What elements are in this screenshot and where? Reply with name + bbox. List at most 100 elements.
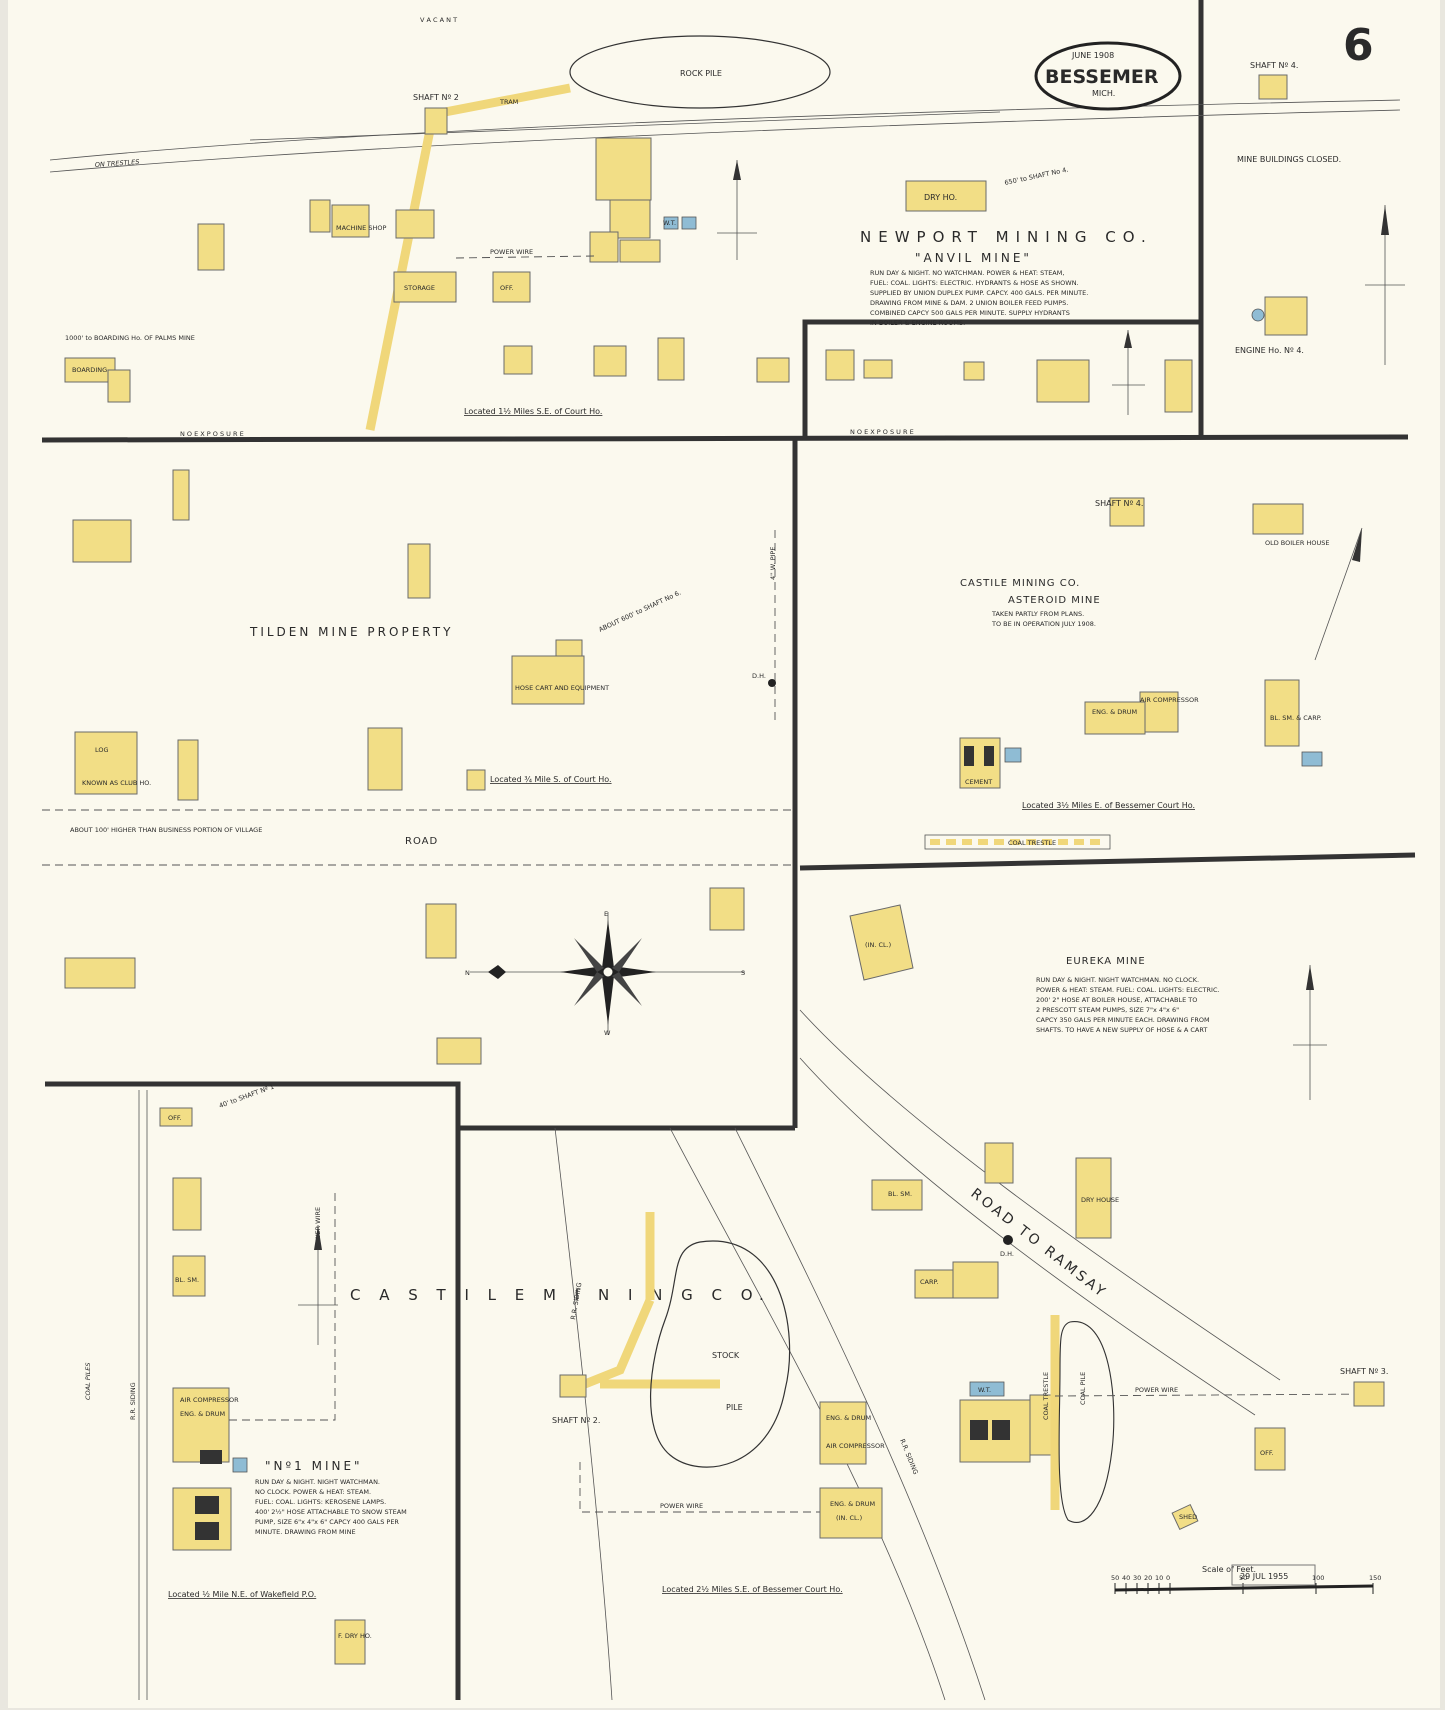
vacant-label-top: V A C A N T bbox=[420, 16, 457, 24]
castile-lower-location: Located 2½ Miles S.E. of Bessemer Court … bbox=[662, 1585, 843, 1594]
coal-trestle-label: COAL TRESTLE bbox=[1008, 839, 1056, 847]
office-building bbox=[492, 271, 531, 303]
water-tank-label: W.T. bbox=[663, 219, 676, 227]
no-exposure-label-2: N O E X P O S U R E bbox=[850, 428, 914, 436]
f-dry-label: F. DRY HO. bbox=[338, 1632, 372, 1640]
dwelling-6 bbox=[503, 345, 533, 375]
central-in-cl-label: (IN. CL.) bbox=[836, 1514, 862, 1522]
compass-s: S bbox=[741, 969, 745, 977]
power-wire-label: POWER WIRE bbox=[490, 248, 533, 256]
compass-n: N bbox=[465, 969, 470, 977]
eng-union-building bbox=[589, 231, 619, 263]
engine-house bbox=[595, 137, 652, 201]
eureka-shed bbox=[1171, 1503, 1199, 1531]
rock-pile-label: ROCK PILE bbox=[680, 69, 722, 78]
shaft-2-lower-label: SHAFT Nº 2. bbox=[552, 1416, 600, 1425]
central-eng-drum-incl-label: ENG. & DRUM bbox=[830, 1500, 875, 1508]
water-tank-1 bbox=[663, 216, 679, 230]
eureka-bl-sm bbox=[871, 1179, 923, 1211]
castile-lower-title: C A S T I L E M I N I N G C O. bbox=[350, 1286, 771, 1304]
central-eng-drum-label: ENG. & DRUM bbox=[826, 1414, 871, 1422]
eureka-shed-label: SHED bbox=[1179, 1513, 1197, 1521]
eureka-bl-sm-label: BL. SM. bbox=[888, 1190, 912, 1198]
north-arrow-4 bbox=[1293, 965, 1327, 1100]
eureka-mine-block: EUREKA MINE RUN DAY & NIGHT. NIGHT WATCH… bbox=[849, 904, 1327, 1100]
svg-text:FUEL: COAL. LIGHTS: ELECTRIC.: FUEL: COAL. LIGHTS: ELECTRIC. HYDRANTS &… bbox=[870, 279, 1079, 287]
castile-asteroid-title: CASTILE MINING CO. bbox=[960, 578, 1080, 589]
svg-text:200' 2" HOSE AT BOILER HOUSE,: 200' 2" HOSE AT BOILER HOUSE, ATTACHABLE… bbox=[1036, 996, 1197, 1004]
storage-label: STORAGE bbox=[404, 284, 435, 292]
svg-text:RUN DAY & NIGHT. NIGHT WATCHMA: RUN DAY & NIGHT. NIGHT WATCHMAN. bbox=[255, 1478, 380, 1486]
tram-label: TRAM bbox=[499, 98, 518, 106]
tilden-hydrant bbox=[768, 679, 776, 687]
no1-mine-notes: RUN DAY & NIGHT. NIGHT WATCHMAN. NO CLOC… bbox=[255, 1478, 407, 1536]
dwelling-13 bbox=[1036, 359, 1090, 403]
no1-water-tank bbox=[232, 1457, 248, 1473]
asteroid-note-2: TO BE IN OPERATION JULY 1908. bbox=[991, 620, 1096, 628]
closed-note: MINE BUILDINGS CLOSED. bbox=[1237, 155, 1341, 164]
hose-cart-label: HOSE CART AND EQUIPMENT bbox=[515, 684, 609, 692]
eureka-building-a bbox=[849, 904, 914, 981]
pile-label: PILE bbox=[726, 1403, 743, 1412]
dwelling-10 bbox=[825, 349, 855, 381]
shaft-2-headframe bbox=[559, 1374, 587, 1398]
asteroid-mine-title: ASTEROID MINE bbox=[1008, 595, 1101, 606]
eureka-power-wire-label: POWER WIRE bbox=[1135, 1386, 1178, 1394]
eureka-office-label: OFF. bbox=[1260, 1449, 1274, 1457]
tilden-dwelling-37 bbox=[367, 727, 403, 791]
compass-rose: N S E W bbox=[465, 910, 745, 1037]
shaft-3-label: SHAFT Nº 3. bbox=[1340, 1367, 1388, 1376]
boarding-house-annex bbox=[107, 369, 131, 403]
tilden-building-a bbox=[407, 543, 431, 599]
tilden-dwelling-1 bbox=[64, 957, 136, 989]
dwelling-7 bbox=[593, 345, 627, 377]
log-club-house bbox=[74, 731, 138, 795]
air-compressor-building bbox=[619, 239, 661, 263]
no1-location: Located ½ Mile N.E. of Wakefield P.O. bbox=[168, 1590, 316, 1599]
machine-shop-2 bbox=[395, 209, 435, 239]
tilden-pipe-label: 4'' W. PIPE bbox=[769, 547, 777, 580]
central-eng-drum bbox=[819, 1401, 867, 1465]
tilden-building-c bbox=[436, 1037, 482, 1065]
asteroid-location: Located 3½ Miles E. of Bessemer Court Ho… bbox=[1022, 801, 1195, 810]
block-boundaries bbox=[41, 0, 1416, 1700]
coal-pile bbox=[1058, 1321, 1115, 1523]
asteroid-eng-drum-label: ENG. & DRUM bbox=[1092, 708, 1137, 716]
coal-piles-label: COAL PILES bbox=[84, 1363, 92, 1400]
coal-pile-label: COAL PILE bbox=[1079, 1372, 1087, 1405]
tilden-dwelling-21 bbox=[709, 887, 745, 931]
title-cartouche: JUNE 1908 BESSEMER MICH. bbox=[1034, 41, 1182, 111]
water-tank-engine-house bbox=[1251, 308, 1265, 322]
no1-mine-title: "Nº1 MINE" bbox=[265, 1459, 363, 1473]
newport-notes: RUN DAY & NIGHT. NO WATCHMAN. POWER & HE… bbox=[870, 269, 1088, 327]
no1-bl-sm bbox=[172, 1255, 206, 1297]
newport-title: NEWPORT MINING CO. bbox=[860, 228, 1153, 246]
hose-cart-house bbox=[511, 655, 585, 705]
svg-text:FUEL: COAL. LIGHTS: KEROSENE L: FUEL: COAL. LIGHTS: KEROSENE LAMPS. bbox=[255, 1498, 386, 1506]
svg-text:SHAFTS. TO HAVE A NEW SUPPLY O: SHAFTS. TO HAVE A NEW SUPPLY OF HOSE & A… bbox=[1036, 1026, 1207, 1034]
north-arrow-1 bbox=[717, 160, 757, 260]
scale-tick-label: 50 bbox=[1111, 1574, 1119, 1582]
old-boiler-house bbox=[1252, 503, 1304, 535]
tilden-building-1 bbox=[172, 469, 190, 521]
road-to-ramsay bbox=[799, 1009, 1281, 1416]
rock-pile bbox=[569, 35, 831, 109]
no1-bl-sm-label: BL. SM. bbox=[175, 1276, 199, 1284]
eureka-dry-house bbox=[1075, 1157, 1112, 1239]
svg-text:DRAWING FROM MINE & DAM. 2 UNI: DRAWING FROM MINE & DAM. 2 UNION BOILER … bbox=[870, 299, 1068, 307]
eureka-dh-label: D.H. bbox=[1000, 1250, 1014, 1258]
north-arrow-3 bbox=[1112, 330, 1145, 415]
dry-house-label: DRY HO. bbox=[924, 193, 957, 202]
sheet-number: 6 bbox=[1343, 20, 1374, 71]
svg-text:400' 2½" HOSE ATTACHABLE TO SN: 400' 2½" HOSE ATTACHABLE TO SNOW STEAM bbox=[255, 1508, 407, 1516]
tilden-dwelling-3 bbox=[72, 519, 132, 563]
log-house-label: LOG bbox=[95, 746, 109, 754]
svg-text:RUN DAY & NIGHT. NIGHT WATCHMA: RUN DAY & NIGHT. NIGHT WATCHMAN. NO CLOC… bbox=[1036, 976, 1199, 984]
cement-label: CEMENT bbox=[965, 778, 992, 786]
storage-building bbox=[393, 271, 457, 303]
machine-shop-1 bbox=[331, 204, 370, 238]
scale-tick-label: 50 bbox=[1239, 1574, 1247, 1582]
tilden-mine-block: TILDEN MINE PROPERTY Located ¾ Mile S. o… bbox=[64, 469, 777, 1065]
bl-sm-carp-shop bbox=[1264, 679, 1300, 747]
